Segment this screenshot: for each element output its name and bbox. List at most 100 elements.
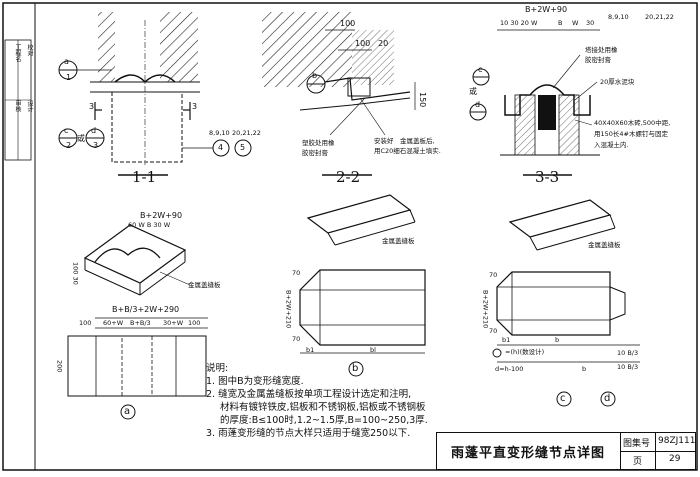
- ref-text: 20,21,22: [232, 129, 261, 137]
- side-label: 工程名: [14, 44, 21, 62]
- side-label: 校对: [26, 44, 33, 56]
- ref-number: 4: [218, 143, 224, 152]
- dim-label: 100: [340, 19, 356, 28]
- drawing-title: 雨蓬平直变形缝节点详图: [451, 446, 606, 461]
- dim-label: 10 30 20 W: [500, 19, 538, 27]
- dim-label: 60+W: [103, 319, 124, 327]
- detail-label-a: a: [124, 406, 131, 417]
- dim-label: 200: [55, 360, 64, 373]
- annotation: 用150长4#木螺钉与固定: [594, 130, 668, 138]
- annotation: 金属盖板后,: [400, 137, 435, 145]
- annotation: 塑胶处用橡: [302, 139, 335, 147]
- annotation: 入混凝土内.: [594, 141, 629, 149]
- ref-number: 2: [66, 141, 72, 150]
- ref-number: 3: [93, 141, 99, 150]
- section-2-2: [262, 12, 416, 176]
- dim-label: W: [572, 19, 579, 27]
- annotation: 胶密封膏: [302, 149, 328, 157]
- annotation: 胶密封膏: [585, 56, 611, 64]
- title-block: 雨蓬平直变形缝节点详图 图集号 98ZJ111 页 29: [436, 432, 696, 470]
- note-item: 2. 缝宽及金属盖缝板按单项工程设计选定和注明,: [206, 389, 412, 400]
- dim-label: 10 B/3: [617, 349, 639, 357]
- ref-circle-a: b: [312, 71, 318, 80]
- dim-label: B: [558, 19, 563, 27]
- detail-label-c: c: [560, 393, 566, 404]
- dim-label: 70: [489, 327, 498, 335]
- annotation: =(h)(数设计): [505, 348, 545, 356]
- ref-text: 20,21,22: [645, 13, 674, 21]
- dim-label: 30+W: [163, 319, 184, 327]
- detail-a: [67, 224, 208, 420]
- ref-circle-d: d: [91, 126, 97, 135]
- dim-label: b1: [306, 346, 315, 354]
- detail-c: [492, 199, 640, 407]
- ref-circle-c: c: [64, 126, 69, 135]
- dim-label: 150: [418, 92, 427, 108]
- dim-label: B+2W+210: [284, 290, 293, 329]
- ref-circle: c: [478, 65, 483, 74]
- annotation: 金属盖缝板: [382, 237, 415, 245]
- annotation: 安装好: [374, 137, 394, 145]
- dim-label: B+2W+210: [481, 290, 490, 329]
- dim-label: 100: [188, 319, 201, 327]
- dim-label: b1: [502, 336, 511, 344]
- dim-label: bl: [370, 346, 376, 354]
- dim-label: 100: [79, 319, 92, 327]
- dim-label: 70: [292, 269, 301, 277]
- or-text: 或: [77, 134, 85, 143]
- atlas-label: 图集号: [623, 439, 651, 449]
- notes-title: 说明:: [206, 363, 229, 374]
- detail-label-d: d: [604, 393, 611, 404]
- note-item: 1. 图中B为变形缝宽度.: [206, 376, 304, 387]
- dim-label: B+2W+90: [525, 5, 568, 14]
- atlas-number: 98ZJ111: [658, 436, 696, 446]
- dim-label: b: [555, 336, 560, 344]
- page-label: 页: [633, 457, 643, 467]
- section-mark: 3: [89, 102, 95, 111]
- dim-label: 70: [489, 271, 498, 279]
- annotation: 塔接处用橡: [585, 46, 618, 54]
- dim-label: B+2W+90: [140, 211, 183, 220]
- side-label: 审核: [14, 100, 21, 112]
- note-item: 材料有镀锌铁皮,铝板和不锈钢板,铝板或不锈钢板: [220, 402, 426, 413]
- section-title-3-3: 3-3: [535, 168, 560, 186]
- detail-label-b: b: [352, 363, 359, 374]
- section-title-2-2: 2-2: [336, 168, 361, 186]
- section-title-1-1: 1-1: [132, 168, 157, 186]
- ref-text: 8,9,10: [608, 13, 629, 21]
- section-1-1: [58, 12, 252, 176]
- ref-number: 5: [240, 143, 246, 152]
- ref-circle-a: a: [64, 57, 69, 66]
- notes-block: 说明: 1. 图中B为变形缝宽度. 2. 缝宽及金属盖缝板按单项工程设计选定和注…: [206, 362, 446, 440]
- dim-label: 10 B/3: [617, 363, 639, 371]
- annotation: d=h-100: [495, 365, 524, 373]
- section-3-3: [469, 29, 600, 176]
- detail-b: [299, 194, 426, 377]
- dim-label: 30: [586, 19, 595, 27]
- dim-label: B+B/3: [130, 319, 151, 327]
- section-mark: 3: [192, 102, 198, 111]
- dim-label: B+B/3+2W+290: [112, 305, 180, 314]
- dim-label: 20: [378, 39, 389, 48]
- page-number: 29: [669, 454, 681, 464]
- annotation: 20厚水泥块: [600, 78, 635, 86]
- ref-number: 1: [66, 73, 72, 82]
- annotation: 用C20细石混凝土填实.: [374, 147, 441, 155]
- note-item: 的厚度:B≤100时,1.2~1.5厚,B=100~250,3厚.: [220, 415, 428, 426]
- or-text: 或: [469, 87, 477, 96]
- dim-label: 100: [355, 39, 371, 48]
- annotation: 金属盖缝板: [188, 281, 221, 289]
- ref-text: 8,9,10: [209, 129, 230, 137]
- annotation: 40X40X60木砖,500中距,: [594, 119, 671, 127]
- dim-label: 60 W B 30 W: [128, 221, 171, 229]
- dim-label: b: [582, 365, 587, 373]
- ref-circle: d: [475, 100, 481, 109]
- annotation: 金属盖缝板: [588, 241, 621, 249]
- dim-label: 100 30: [71, 262, 80, 285]
- side-signature-strip: 工程名 审核 校对 设计: [5, 40, 33, 160]
- note-item: 3. 雨蓬变形缝的节点大样只适用于缝宽250以下.: [206, 428, 411, 439]
- dim-label: 70: [292, 335, 301, 343]
- side-label: 设计: [26, 100, 33, 112]
